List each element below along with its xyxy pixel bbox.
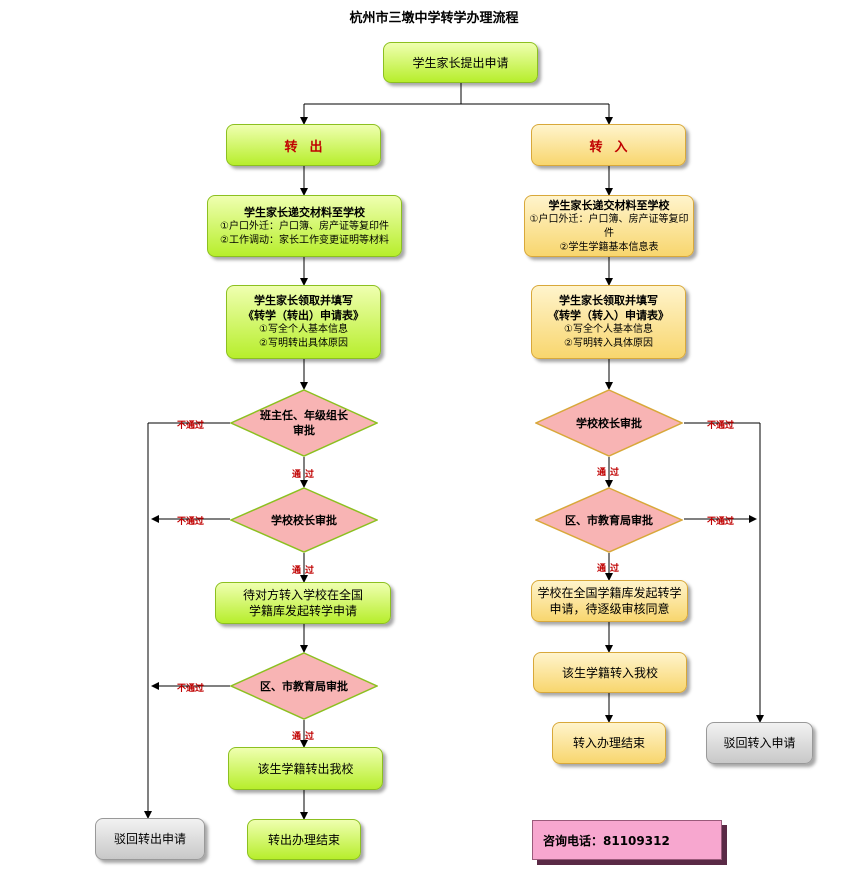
- out-step3-label: 待对方转入学校在全国学籍库发起转学申请: [242, 588, 363, 618]
- out-decision2: 学校校长审批: [230, 487, 378, 553]
- out-step4-box: 该生学籍转出我校: [228, 747, 383, 790]
- in-fail-label-2: 不通过: [707, 517, 735, 527]
- out-end-box: 转出办理结束: [247, 819, 361, 860]
- out-step3-box: 待对方转入学校在全国学籍库发起转学申请: [215, 582, 391, 624]
- out-reject-label: 驳回转出申请: [113, 832, 186, 846]
- in-decision1-label: 学校校长审批: [576, 416, 642, 430]
- in-decision1: 学校校长审批: [535, 389, 683, 457]
- out-step1-title: 学生家长递交材料至学校: [244, 205, 365, 219]
- in-step1-line2: ②学生学籍基本信息表: [559, 241, 659, 253]
- in-reject-label: 驳回转入申请: [723, 736, 796, 750]
- out-fail-label-3: 不通过: [177, 684, 205, 694]
- in-header-label: 转入: [589, 139, 640, 155]
- out-end-label: 转出办理结束: [267, 832, 340, 847]
- in-pass-label-2: 通过: [597, 564, 624, 574]
- in-decision2: 区、市教育局审批: [535, 487, 683, 553]
- out-step2-line2: ②写明转出具体原因: [259, 338, 348, 349]
- in-end-box: 转入办理结束: [552, 722, 666, 764]
- out-decision1: 班主任、年级组长审批: [230, 389, 378, 457]
- in-step2-title1: 学生家长领取并填写: [559, 294, 658, 307]
- out-step2-title1: 学生家长领取并填写: [254, 294, 353, 307]
- page-title: 杭州市三墩中学转学办理流程: [349, 11, 519, 26]
- in-step1-title: 学生家长递交材料至学校: [548, 198, 670, 212]
- in-step2-box: 学生家长领取并填写 《转学（转入）申请表》 ①写全个人基本信息 ②写明转入具体原…: [531, 285, 686, 359]
- out-step2-box: 学生家长领取并填写 《转学（转出）申请表》 ①写全个人基本信息 ②写明转出具体原…: [226, 285, 381, 359]
- in-step2-line2: ②写明转入具体原因: [564, 338, 653, 349]
- in-step1-line1: ①户口外迁：户口簿、房产证等复印件: [529, 213, 689, 239]
- in-header-box: 转入: [531, 124, 686, 166]
- out-decision3: 区、市教育局审批: [230, 652, 378, 720]
- in-reject-box: 驳回转入申请: [706, 722, 813, 764]
- out-pass-label-1: 通过: [292, 470, 319, 480]
- out-header-box: 转出: [226, 124, 381, 166]
- out-reject-box: 驳回转出申请: [95, 818, 205, 860]
- out-fail-label-1: 不通过: [177, 421, 205, 431]
- out-header-label: 转出: [284, 139, 335, 155]
- in-pass-label-1: 通过: [597, 468, 624, 478]
- out-step1-box: 学生家长递交材料至学校 ①户口外迁：户口簿、房产证等复印件 ②工作调动：家长工作…: [207, 195, 402, 257]
- start-box: 学生家长提出申请: [383, 42, 538, 83]
- in-fail-label-1: 不通过: [707, 421, 735, 431]
- in-step3-label: 学校在全国学籍库发起转学申请，待逐级审核同意: [537, 586, 682, 616]
- out-fail-label-2: 不通过: [177, 517, 205, 527]
- contact-phone-label: 咨询电话：81109312: [543, 833, 670, 848]
- out-decision1-label: 班主任、年级组长审批: [260, 409, 348, 437]
- in-step3-box: 学校在全国学籍库发起转学申请，待逐级审核同意: [531, 580, 688, 622]
- out-step4-label: 该生学籍转出我校: [257, 761, 354, 776]
- out-step2-title2: 《转学（转出）申请表》: [243, 309, 364, 322]
- in-end-label: 转入办理结束: [572, 736, 645, 750]
- in-step2-title2: 《转学（转入）申请表》: [548, 309, 669, 322]
- in-step4-box: 该生学籍转入我校: [533, 652, 687, 693]
- in-step2-line1: ①写全个人基本信息: [564, 324, 653, 335]
- out-step1-line2: ②工作调动：家长工作变更证明等材料: [220, 234, 389, 246]
- out-step2-line1: ①写全个人基本信息: [259, 324, 348, 335]
- out-decision2-label: 学校校长审批: [271, 513, 337, 527]
- out-pass-label-3: 通过: [292, 732, 319, 742]
- in-decision2-label: 区、市教育局审批: [565, 513, 653, 527]
- out-decision3-label: 区、市教育局审批: [260, 679, 348, 693]
- start-label: 学生家长提出申请: [412, 55, 509, 70]
- in-step1-box: 学生家长递交材料至学校 ①户口外迁：户口簿、房产证等复印件 ②学生学籍基本信息表: [524, 195, 694, 257]
- in-step4-label: 该生学籍转入我校: [561, 665, 658, 680]
- out-pass-label-2: 通过: [292, 566, 319, 576]
- out-step1-line1: ①户口外迁：户口簿、房产证等复印件: [220, 220, 389, 232]
- contact-phone-box: 咨询电话：81109312: [532, 820, 722, 860]
